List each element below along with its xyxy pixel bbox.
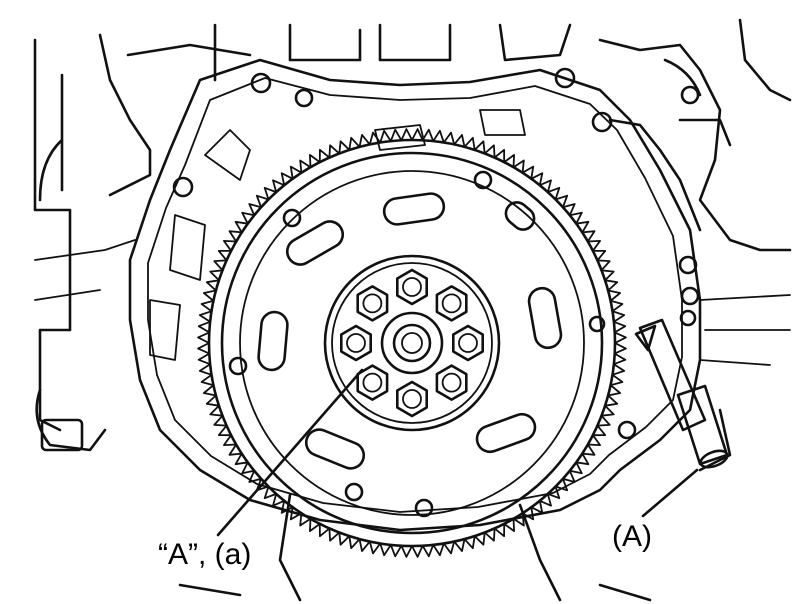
bolt-head	[451, 324, 485, 362]
bolt-head	[435, 285, 468, 322]
bolt-head	[395, 268, 429, 306]
ring-gear-teeth	[197, 128, 627, 558]
flywheel	[197, 128, 627, 558]
adapter-plate	[128, 58, 702, 532]
bolt-washer	[441, 293, 462, 314]
callout-tool-label: (A)	[612, 520, 652, 553]
bolt-washer	[458, 333, 478, 353]
bolt-washer	[402, 389, 422, 409]
leader-line-tool	[641, 468, 699, 518]
bolt-washer	[362, 372, 383, 393]
bolt-head	[435, 364, 468, 401]
bolt-washer	[346, 333, 366, 353]
leader-line-bolts	[216, 368, 364, 537]
bolt-washer	[441, 372, 462, 393]
flywheel-bolts	[339, 268, 485, 418]
bolt-washer	[402, 277, 422, 297]
flywheel-holder-tool	[634, 318, 729, 469]
bolt-washer	[362, 293, 383, 314]
bolt-head	[395, 380, 429, 418]
flywheel-slots	[257, 192, 563, 470]
callout-bolts-label: “A”, (a)	[158, 538, 252, 571]
bolt-head	[339, 324, 373, 362]
bolt-head	[356, 285, 389, 322]
